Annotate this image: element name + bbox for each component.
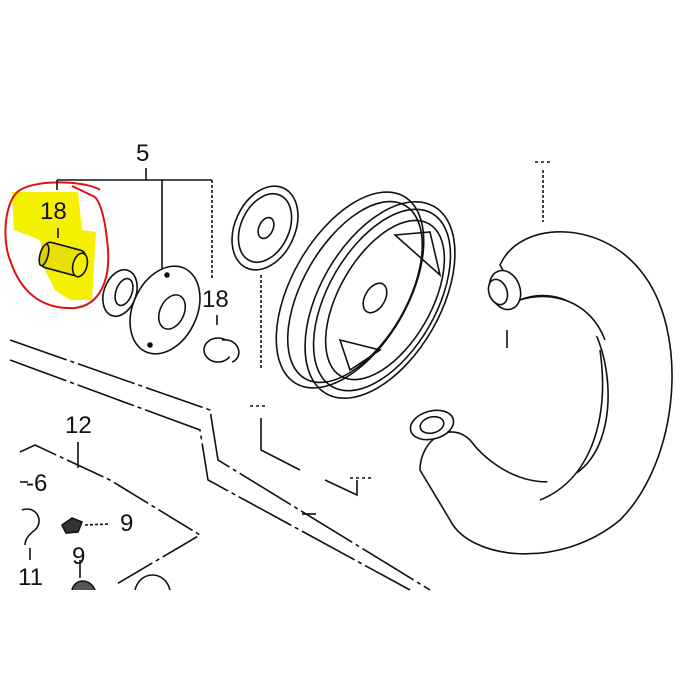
callout-12: 12 <box>65 412 92 439</box>
callout-18-highlighted: 18 <box>40 198 67 225</box>
leader-5 <box>56 168 218 325</box>
callout-9: 9 <box>120 510 134 537</box>
callout-11: 11 <box>18 564 43 591</box>
callout-9-lower: 9 <box>72 543 86 570</box>
callout-6: -6 <box>26 470 48 497</box>
callout-18: 18 <box>202 286 229 313</box>
bushing-highlighted <box>38 241 89 278</box>
hub-flange <box>129 265 201 355</box>
callout-5: 5 <box>136 140 150 167</box>
hub-cap-plate <box>231 185 299 368</box>
tire <box>409 231 673 555</box>
frame-outline <box>9 339 431 591</box>
collar-flange <box>102 268 138 318</box>
wheel-rim <box>275 191 456 400</box>
highlight-circle <box>4 181 110 310</box>
bushing-small <box>203 337 240 363</box>
axis-lines <box>250 161 550 515</box>
